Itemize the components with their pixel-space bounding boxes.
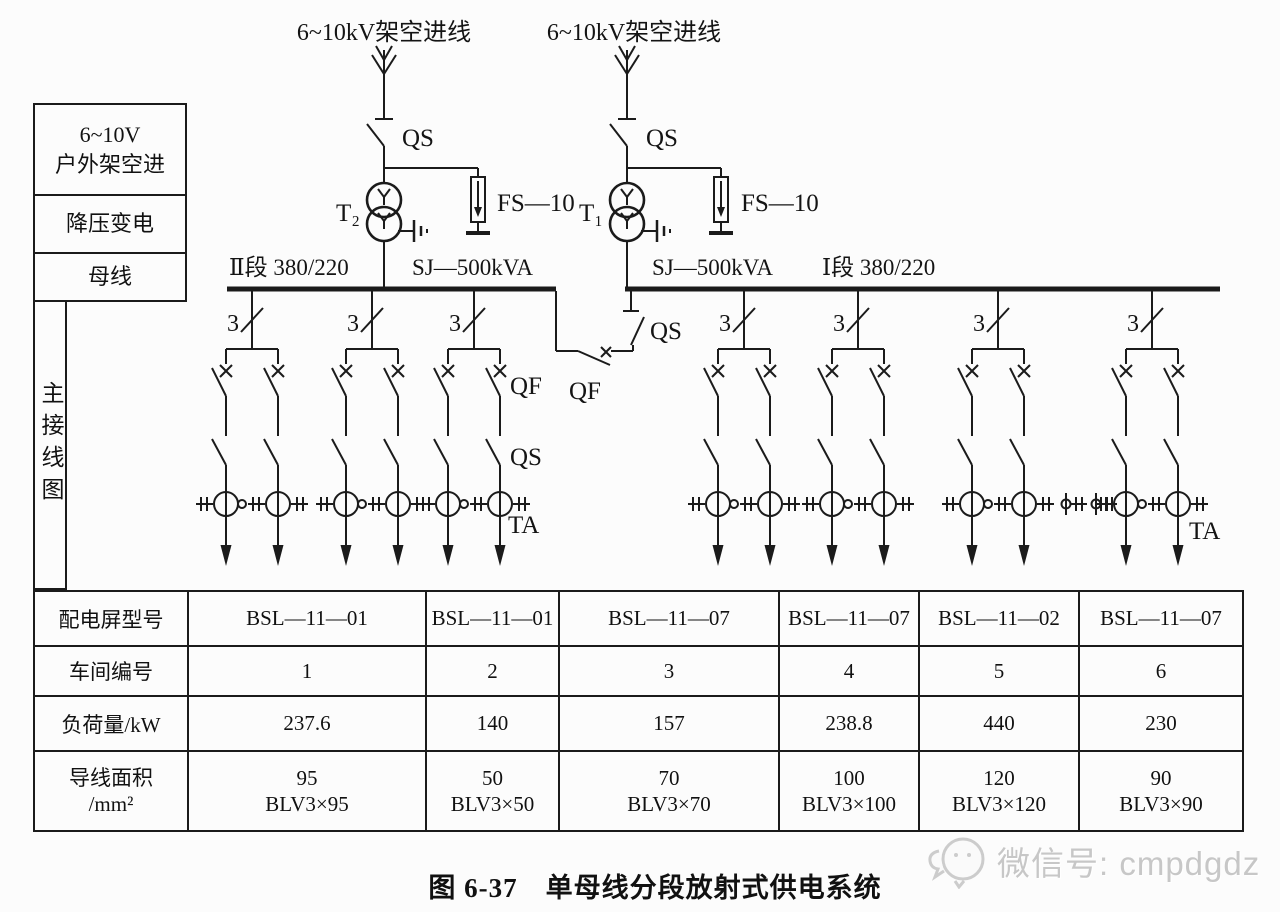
transformer-rating-label: SJ—500kVA: [412, 255, 533, 280]
row-header-wire-area: 导线面积 /mm²: [33, 750, 189, 832]
feeder-branch: [1095, 348, 1139, 567]
load-cell: 237.6: [187, 695, 427, 752]
mini-ta-icon: [1090, 492, 1118, 516]
feeder-branch: [941, 348, 985, 567]
wire-cell: 90 BLV3×90: [1078, 750, 1244, 832]
workshop-cell: 4: [778, 645, 920, 697]
wire-cell: 95 BLV3×95: [187, 750, 427, 832]
wire-spec: BLV3×50: [450, 792, 535, 816]
workshop-cell: 3: [558, 645, 780, 697]
model-cell: BSL—11—07: [1078, 590, 1244, 647]
feeder-branch: [417, 348, 461, 567]
model-cell: BSL—11—01: [187, 590, 427, 647]
mini-ta-icon: [1060, 492, 1088, 516]
feeder-branch: [315, 348, 359, 567]
wire-cell: 70 BLV3×70: [558, 750, 780, 832]
load-cell: 157: [558, 695, 780, 752]
bus-i-label: Ⅰ段 380/220: [822, 255, 935, 280]
tie-qf-label: QF: [569, 378, 601, 405]
qs-label: QS: [510, 444, 542, 471]
wire-area: 70: [658, 766, 680, 790]
legend-voltage: 6~10V: [79, 121, 141, 147]
workshop-cell: 6: [1078, 645, 1244, 697]
feeder-branch: [357, 348, 429, 567]
wire-cell: 50 BLV3×50: [425, 750, 560, 832]
workshop-cell: 2: [425, 645, 560, 697]
model-cell: BSL—11—07: [778, 590, 920, 647]
wire-spec: BLV3×95: [265, 792, 349, 816]
phase-mark: 3: [973, 311, 985, 337]
phase-mark: 3: [719, 311, 731, 337]
transformer-t2-label: T₂: [336, 200, 360, 227]
load-cell: 140: [425, 695, 560, 752]
wire-area: 50: [482, 766, 503, 790]
incoming-line-label-right: 6~10kV架空进线: [547, 19, 721, 46]
wire-area: 120: [983, 766, 1015, 790]
phase-mark: 3: [347, 311, 359, 337]
feeder-branch: [843, 348, 915, 567]
qs-label: QS: [646, 125, 678, 152]
transformer-rating-label: SJ—500kVA: [652, 255, 773, 280]
transformer-t1-label: T₁: [579, 200, 603, 227]
phase-mark: 3: [833, 311, 845, 337]
legend-overhead: 户外架空进: [54, 151, 165, 177]
row-header-models: 配电屏型号: [33, 590, 189, 647]
workshop-cell: 5: [918, 645, 1080, 697]
bus-tie: [555, 289, 645, 366]
table-row-loads: 负荷量/kW 237.6 140 157 238.8 440 230: [33, 695, 1244, 752]
wire-spec: BLV3×90: [1119, 792, 1203, 816]
distribution-spec-table: 配电屏型号 BSL—11—01 BSL—11—01 BSL—11—07 BSL—…: [33, 590, 1244, 832]
legend-row-main-wiring: 主接线图: [33, 300, 67, 590]
model-cell: BSL—11—01: [425, 590, 560, 647]
table-row-models: 配电屏型号 BSL—11—01 BSL—11—01 BSL—11—07 BSL—…: [33, 590, 1244, 647]
feeder-branch: [237, 348, 309, 567]
bus-ii-label: Ⅱ段 380/220: [229, 255, 349, 280]
feeder-branch: [801, 348, 845, 567]
ta-label: TA: [1189, 518, 1220, 545]
transformer-bay-t2: [365, 44, 492, 291]
arrester-label: FS—10: [497, 190, 575, 217]
wire-cell: 100 BLV3×100: [778, 750, 920, 832]
load-cell: 230: [1078, 695, 1244, 752]
load-cell: 238.8: [778, 695, 920, 752]
phase-mark: 3: [227, 311, 239, 337]
phase-mark: 3: [449, 311, 461, 337]
wire-area: 95: [296, 766, 318, 790]
tie-qs-label: QS: [650, 318, 682, 345]
workshop-cell: 1: [187, 645, 427, 697]
wire-header-line1: 导线面积: [69, 766, 153, 790]
wire-cell: 120 BLV3×120: [918, 750, 1080, 832]
wire-header-line2: /mm²: [88, 792, 134, 816]
table-row-workshops: 车间编号 1 2 3 4 5 6: [33, 645, 1244, 697]
wire-spec: BLV3×120: [952, 792, 1046, 816]
legend-row-incoming: 6~10V 户外架空进: [33, 103, 187, 196]
stage-legend-sidebar: 6~10V 户外架空进 降压变电 母线 主接线图: [33, 103, 187, 590]
wire-spec: BLV3×100: [802, 792, 896, 816]
transformer-bay-t1: [608, 44, 735, 291]
load-cell: 440: [918, 695, 1080, 752]
feeder-branch: [729, 348, 801, 567]
model-cell: BSL—11—07: [558, 590, 780, 647]
wire-area: 100: [833, 766, 865, 790]
model-cell: BSL—11—02: [918, 590, 1080, 647]
wire-spec: BLV3×70: [627, 792, 711, 816]
ta-label: TA: [508, 512, 539, 539]
row-header-workshop: 车间编号: [33, 645, 189, 697]
arrester-label: FS—10: [741, 190, 819, 217]
qs-label: QS: [402, 125, 434, 152]
feeder-branch: [983, 348, 1055, 567]
legend-row-stepdown: 降压变电: [33, 194, 187, 254]
feeder-branch: [687, 348, 731, 567]
phase-mark: 3: [1127, 311, 1139, 337]
incoming-line-label-left: 6~10kV架空进线: [297, 19, 471, 46]
feeder-branch: [195, 348, 239, 567]
table-row-wire-areas: 导线面积 /mm² 95 BLV3×95 50 BLV3×50 70 BLV3×…: [33, 750, 1244, 832]
figure-caption: 图 6-37 单母线分段放射式供电系统: [428, 873, 882, 903]
qf-label: QF: [510, 373, 542, 400]
wire-area: 90: [1150, 766, 1172, 790]
row-header-load: 负荷量/kW: [33, 695, 189, 752]
legend-row-bus: 母线: [33, 252, 187, 302]
